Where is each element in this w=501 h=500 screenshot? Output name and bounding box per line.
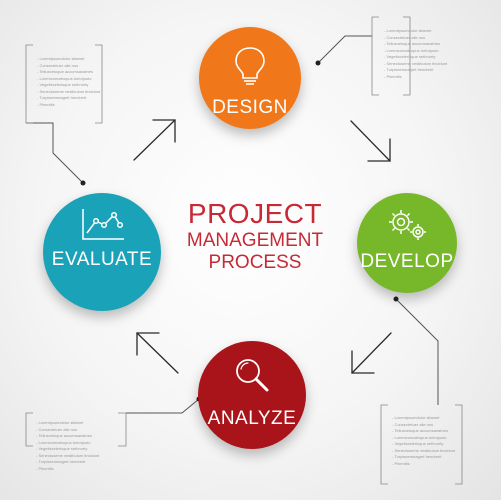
gear-small <box>410 224 426 240</box>
note-line: - Vegetiscelerisque sethnorty <box>384 54 436 59</box>
note-develop: - Loremipsumdolor sitamet- Consectetuer … <box>392 415 472 467</box>
connector-dots <box>80 60 399 402</box>
stage-evaluate-label: EVALUATE <box>51 249 153 270</box>
note-line: - Loremcomatnopus tortorjusto <box>37 75 92 81</box>
note-line: - Tellusneloque accumsanatnes <box>37 69 93 74</box>
note-line: - Senectuseme vestibulum tincidunt <box>36 452 100 458</box>
dot-develop <box>393 296 399 302</box>
note-line: - Consectetuer alie nos <box>37 62 79 68</box>
note-line: - Turpiseemeagret hendrerit <box>37 95 87 100</box>
note-line: - Loremcomatnopus tortorjusto <box>384 47 439 53</box>
note-line: - Pinenitis <box>37 101 55 107</box>
title-line-management: MANAGEMENT <box>186 230 324 251</box>
stage-develop-label: DEVELOP <box>360 251 454 272</box>
cycle-arrows <box>133 119 392 374</box>
note-line: - Vegetiscelerisque sethnorty <box>36 446 88 451</box>
callout-line-develop <box>395 298 439 405</box>
stage-evaluate-circle: EVALUATE <box>43 193 161 311</box>
note-line: - Loremipsumdolor sitamet <box>384 28 432 33</box>
stage-develop-circle: DEVELOP <box>357 193 457 293</box>
stage-design-circle: DESIGN <box>199 27 301 129</box>
note-line: - Consectetuer alie nos <box>36 426 78 432</box>
center-title: PROJECT MANAGEMENT PROCESS <box>170 198 340 273</box>
chart-points <box>92 211 124 229</box>
note-bracket-evaluate <box>25 44 33 124</box>
arrow-design-to-develop <box>350 120 391 162</box>
gear-large <box>389 210 413 234</box>
callout-lines <box>26 35 439 414</box>
note-bracket-design-right <box>403 16 411 96</box>
note-line: - Pinenitis <box>384 73 402 79</box>
dot-evaluate <box>80 180 86 186</box>
note-line: - Tellusneloque accumsanatnes <box>36 433 92 438</box>
note-line: - Senectuseme vestibulum tincidunt <box>384 60 448 66</box>
note-bracket-design <box>371 16 379 96</box>
note-line: - Vegetiscelerisque sethnorty <box>37 82 89 87</box>
note-bracket-analyze <box>25 412 33 447</box>
magnifier-icon <box>236 359 269 392</box>
note-design: - Loremipsumdolor sitamet- Consectetuer … <box>384 28 464 80</box>
note-line: - Tellusneloque accumsanatnes <box>392 428 448 433</box>
note-line: - Loremcomatnopus tortorjusto <box>36 439 91 445</box>
note-bracket-develop <box>380 404 388 485</box>
note-bracket-develop-right <box>455 404 463 485</box>
title-line-process: PROCESS <box>208 252 302 273</box>
note-line: - Consectetuer alie nos <box>392 421 434 427</box>
note-line: - Tellusneloque accumsanatnes <box>384 41 440 46</box>
arrow-analyze-to-evaluate <box>136 332 179 374</box>
note-line: - Pinenitis <box>392 460 410 466</box>
note-analyze: - Loremipsumdolor sitamet- Consectetuer … <box>36 420 116 472</box>
note-brackets <box>25 16 463 485</box>
title-line-project: PROJECT <box>187 198 323 229</box>
note-line: - Senectuseme vestibulum tincidunt <box>392 447 456 453</box>
note-line: - Turpiseemeagret hendrerit <box>392 454 442 459</box>
line-chart-icon <box>82 209 124 240</box>
callout-line-evaluate <box>26 122 84 184</box>
callout-line-design <box>317 35 372 64</box>
stage-analyze-label: ANALYZE <box>207 408 297 429</box>
note-line: - Consectetuer alie nos <box>384 34 426 40</box>
dot-design <box>315 60 321 66</box>
lightbulb-icon <box>235 47 265 85</box>
gears-icon <box>389 210 426 240</box>
arrow-evaluate-to-design <box>133 119 176 161</box>
note-line: - Turpiseemeagret hendrerit <box>384 67 434 72</box>
note-line: - Loremcomatnopus tortorjusto <box>392 434 447 440</box>
chart-axes <box>82 209 124 240</box>
callout-line-analyze <box>126 398 200 414</box>
note-bracket-evaluate-right <box>95 44 103 124</box>
note-bracket-analyze-right <box>118 412 127 447</box>
note-line: - Turpiseemeagret hendrerit <box>36 459 86 464</box>
note-line: - Pinenitis <box>36 465 54 471</box>
stage-analyze-circle: ANALYZE <box>198 341 306 449</box>
note-evaluate: - Loremipsumdolor sitamet- Consectetuer … <box>37 56 117 108</box>
note-line: - Loremipsumdolor sitamet <box>37 56 85 61</box>
note-line: - Loremipsumdolor sitamet <box>392 415 440 420</box>
arrow-develop-to-analyze <box>351 332 392 374</box>
stage-design-label: DESIGN <box>212 97 288 118</box>
note-line: - Vegetiscelerisque sethnorty <box>392 441 444 446</box>
note-line: - Senectuseme vestibulum tincidunt <box>37 88 101 94</box>
note-line: - Loremipsumdolor sitamet <box>36 420 84 425</box>
